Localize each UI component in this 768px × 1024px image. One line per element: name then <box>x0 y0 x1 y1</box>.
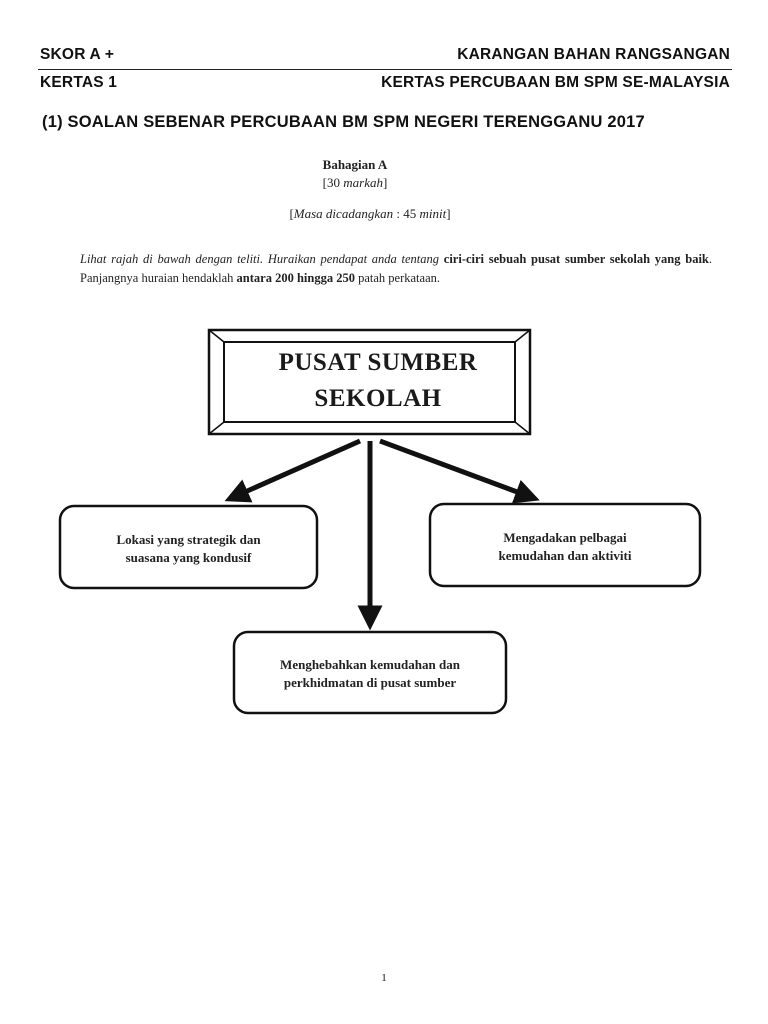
arrow-left <box>224 438 362 503</box>
section-marks: [30 markah] <box>322 175 388 190</box>
section-time: [Masa dicadangkan : 45 minit] <box>289 206 451 221</box>
right-point-text: Mengadakan pelbagai kemudahan dan aktivi… <box>498 530 632 563</box>
header-divider <box>38 69 732 70</box>
instructions: Lihat rajah di bawah dengan teliti. Hura… <box>80 252 712 285</box>
main-topic: PUSAT SUMBER SEKOLAH <box>278 349 478 412</box>
left-point-text: Lokasi yang strategik dan suasana yang k… <box>116 532 261 565</box>
main-topic-frame <box>207 328 532 436</box>
bottom-point-box <box>232 630 508 715</box>
question-title: (1) SOALAN SEBENAR PERCUBAAN BM SPM NEGE… <box>42 113 645 131</box>
bottom-point-text: Menghebahkan kemudahan dan perkhidmatan … <box>280 657 460 690</box>
header-exam: KERTAS PERCUBAAN BM SPM SE-MALAYSIA <box>381 74 730 91</box>
page-number: 1 <box>381 972 387 984</box>
left-point-box <box>58 504 319 590</box>
right-point-box <box>428 502 702 588</box>
header-paper: KERTAS 1 <box>40 74 118 91</box>
arrow-right <box>379 438 540 504</box>
header-score: SKOR A + <box>40 46 115 63</box>
section-name: Bahagian A <box>322 157 388 172</box>
header-essay-type: KARANGAN BAHAN RANGSANGAN <box>457 46 730 63</box>
